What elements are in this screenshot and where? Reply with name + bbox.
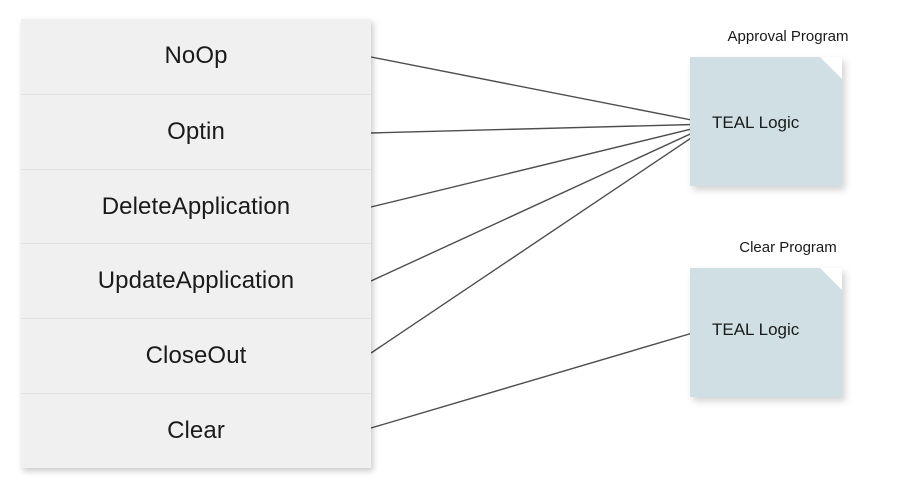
connector-clear-to-clear-program	[370, 326, 714, 429]
connector-updateapplication-to-approval-program	[370, 123, 713, 282]
op-label-optin: Optin	[167, 117, 225, 145]
op-row-clear[interactable]: Clear	[21, 393, 371, 468]
approval-program-card[interactable]: Approval Program TEAL Logic	[690, 28, 886, 188]
approval-program-title: Approval Program	[727, 28, 849, 45]
connector-closeout-to-approval-program	[370, 123, 713, 354]
op-label-noop: NoOp	[164, 42, 228, 70]
oncomplete-op-list: NoOp Optin DeleteApplication UpdateAppli…	[21, 19, 371, 468]
folded-corner-icon	[820, 57, 842, 79]
connector-deleteapplication-to-approval-program	[370, 123, 713, 208]
clear-program-body[interactable]: TEAL Logic	[690, 268, 842, 397]
clear-program-body-label: TEAL Logic	[712, 320, 800, 339]
approval-program-body-label: TEAL Logic	[712, 113, 800, 132]
op-label-clear: Clear	[167, 417, 225, 445]
connector-optin-to-approval-program	[370, 123, 713, 134]
connector-noop-to-approval-program	[370, 56, 713, 125]
op-label-updateapplication: UpdateApplication	[97, 267, 295, 295]
op-row-deleteapplication[interactable]: DeleteApplication	[21, 168, 371, 244]
op-row-closeout[interactable]: CloseOut	[21, 318, 371, 394]
clear-program-title: Clear Program	[739, 239, 837, 256]
op-label-closeout: CloseOut	[145, 342, 247, 370]
clear-program-card[interactable]: Clear Program TEAL Logic	[690, 239, 886, 399]
folded-corner-icon	[820, 268, 842, 290]
op-row-optin[interactable]: Optin	[21, 93, 371, 169]
approval-program-body[interactable]: TEAL Logic	[690, 57, 842, 186]
op-row-updateapplication[interactable]: UpdateApplication	[21, 243, 371, 319]
op-row-noop[interactable]: NoOp	[21, 19, 371, 94]
op-label-deleteapplication: DeleteApplication	[101, 192, 291, 220]
